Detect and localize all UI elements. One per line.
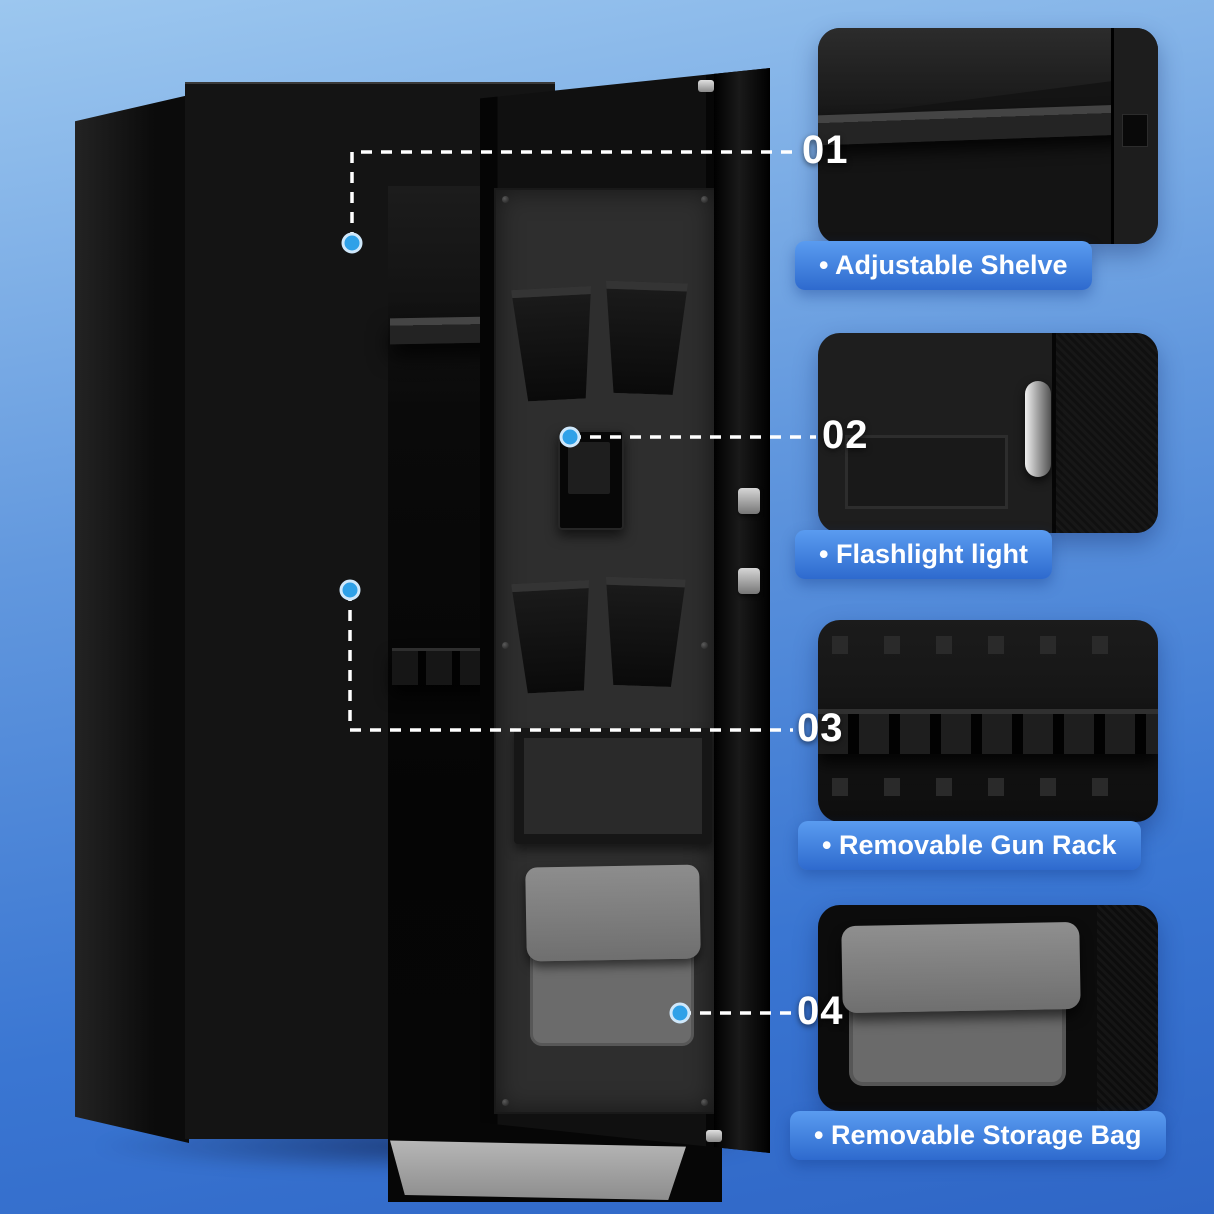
feature-label-adjustable-shelf: • Adjustable Shelve [795,241,1092,290]
card-panel-seam [845,435,1008,509]
detail-card-gun-rack [818,620,1158,822]
door-pouch [602,577,686,688]
card-rack-clips-bottom [831,777,1145,796]
detail-card-storage-bag [818,905,1158,1111]
screw-icon [502,1099,509,1106]
door-pouch [511,580,595,694]
card-rack-clips-top [831,636,1145,655]
screw-icon [502,196,509,203]
card-mini-keypad [1122,114,1148,147]
flashlight-icon [1025,381,1052,477]
detail-card-flashlight [818,333,1158,533]
callout-number-04: 04 [797,989,844,1033]
safe-side-panel [75,95,189,1143]
carpet-floor [390,1140,686,1200]
removable-storage-bag [525,864,701,1046]
feature-label-gun-rack: • Removable Gun Rack [798,821,1141,870]
callout-number-02: 02 [822,413,869,457]
door-pouch [602,281,688,396]
screw-icon [701,642,708,649]
open-door [480,68,770,1153]
card-door-texture [1052,333,1158,533]
callout-number-01: 01 [802,128,849,172]
card-bag-flap [841,921,1081,1013]
feature-label-flashlight: • Flashlight light [795,530,1052,579]
door-edge [714,68,770,1153]
callout-number-03: 03 [797,706,844,750]
screw-icon [701,196,708,203]
storage-bag-flap [525,864,701,962]
feature-label-storage-bag: • Removable Storage Bag [790,1111,1166,1160]
locking-bolt [698,80,714,92]
document-pocket [514,728,712,844]
screw-icon [701,1099,708,1106]
flashlight-keypad-unit [558,430,624,530]
locking-bolt [706,1130,722,1142]
storage-bag-body [530,945,694,1046]
detail-card-adjustable-shelf [818,28,1158,244]
door-pouch [511,286,597,402]
screw-icon [502,642,509,649]
hinge-bolt [738,568,760,594]
hinge-bolt [738,488,760,514]
card-door-texture [1096,905,1158,1111]
card-rack-bar [818,708,1158,755]
keypad-screen [568,442,610,494]
door-organizer-panel [494,188,716,1114]
